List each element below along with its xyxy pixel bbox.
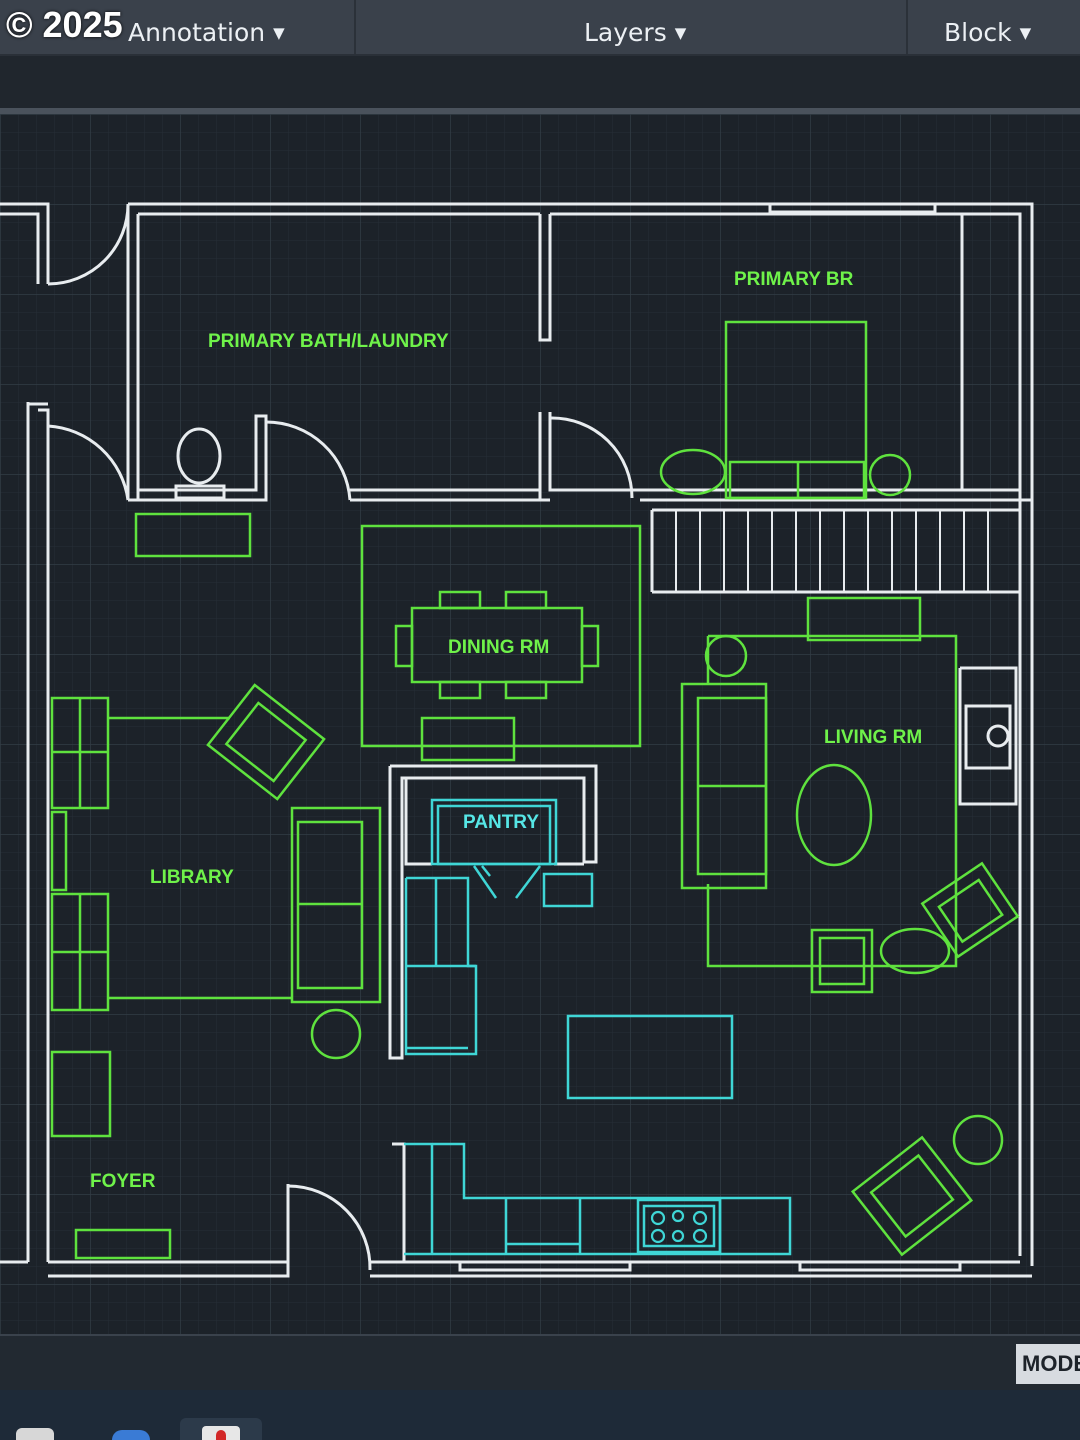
status-bar: MODEL — [0, 1334, 1080, 1392]
stair-treads — [675, 510, 989, 592]
room-label-primary-bath-laundry: PRIMARY BATH/LAUNDRY — [208, 331, 449, 352]
room-label-foyer: FOYER — [90, 1171, 156, 1192]
layers-panel-dropdown[interactable]: Layers ▼ — [584, 18, 686, 47]
annotation-panel-dropdown[interactable]: Annotation ▼ — [128, 18, 285, 47]
chevron-down-icon: ▼ — [273, 24, 285, 42]
furniture — [50, 320, 1020, 1260]
room-label-primary-br: PRIMARY BR — [734, 269, 854, 290]
annotation-panel-label: Annotation — [128, 18, 266, 47]
browser-app-icon[interactable] — [112, 1430, 150, 1440]
room-label-dining-rm: DINING RM — [448, 637, 549, 658]
ribbon-panel-bar: Annotation ▼ Layers ▼ Block ▼ — [0, 0, 1080, 56]
calendar-app-icon[interactable] — [16, 1428, 54, 1440]
floor-plan-drawing[interactable]: PRIMARY BATH/LAUNDRY PRIMARY BR DINING R… — [0, 114, 1080, 1334]
toilet — [174, 427, 226, 500]
kitchen-fixtures — [404, 798, 792, 1256]
taskbar — [0, 1390, 1080, 1440]
chevron-down-icon: ▼ — [674, 24, 687, 42]
room-label-living-rm: LIVING RM — [824, 727, 922, 748]
fireplace — [986, 724, 1010, 748]
copyright-watermark: © 2025 — [6, 4, 123, 45]
walls — [0, 202, 1034, 1278]
layers-panel-label: Layers — [584, 18, 667, 47]
ribbon-divider — [354, 0, 356, 54]
stovetop-burners — [650, 1209, 708, 1244]
chevron-down-icon: ▼ — [1019, 24, 1032, 42]
room-label-library: LIBRARY — [150, 867, 234, 888]
room-label-pantry: PANTRY — [463, 812, 539, 833]
block-panel-label: Block — [944, 18, 1012, 47]
active-app-highlight[interactable] — [180, 1418, 262, 1440]
drawing-canvas[interactable]: PRIMARY BATH/LAUNDRY PRIMARY BR DINING R… — [0, 114, 1080, 1334]
drawing-tab-strip — [0, 56, 1080, 116]
block-panel-dropdown[interactable]: Block ▼ — [944, 18, 1031, 47]
ribbon-divider — [906, 0, 908, 54]
model-space-button[interactable]: MODEL — [1016, 1344, 1080, 1384]
cad-app-logo-mark — [216, 1430, 226, 1440]
